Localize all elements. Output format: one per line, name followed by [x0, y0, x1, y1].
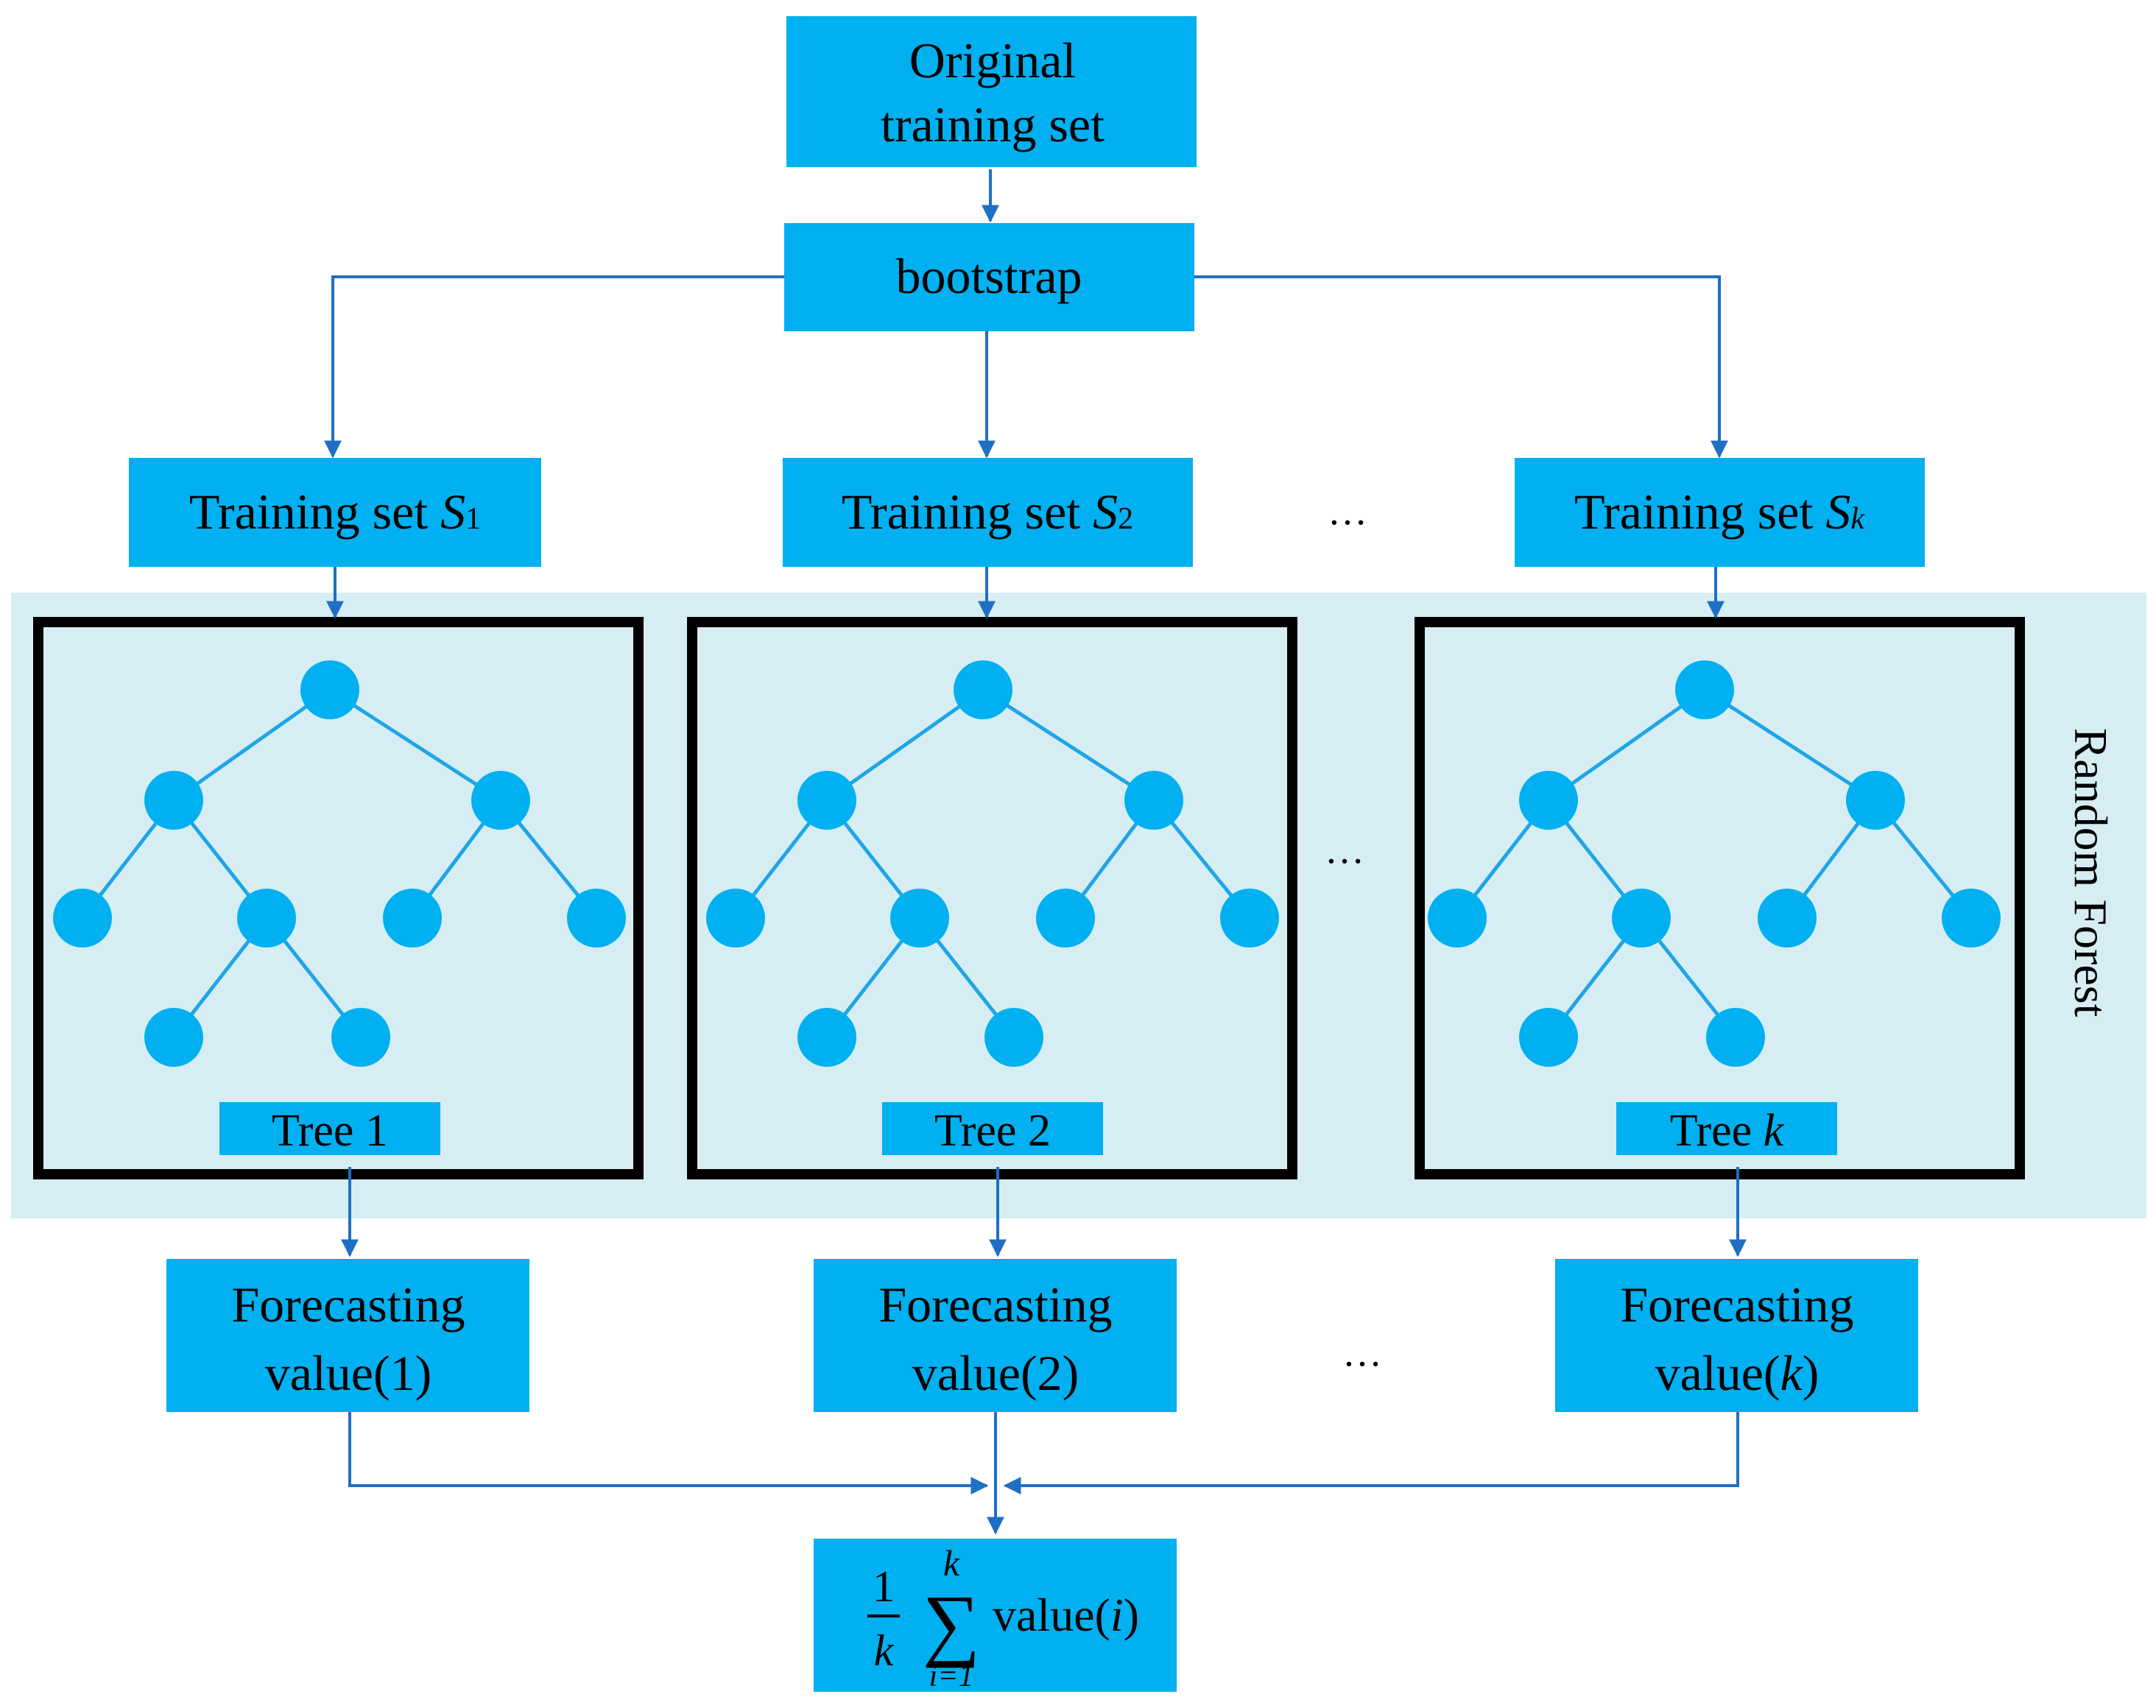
original-training-set-line2: training set	[881, 96, 1105, 152]
tree-2-label-box	[882, 1102, 1103, 1155]
ellipsis-trees: …	[1325, 827, 1364, 872]
tree-node	[890, 889, 949, 947]
original-training-set-line1: Original	[909, 32, 1077, 88]
tree-node	[1220, 889, 1279, 947]
forecast-1-line2: value(1)	[265, 1345, 432, 1401]
forecast-2-line1: Forecasting	[878, 1277, 1112, 1333]
tree-node	[53, 889, 112, 947]
tree-1-graph	[53, 660, 626, 1067]
forecast-k-line2: value(k)	[1655, 1345, 1819, 1401]
tree-node	[1758, 889, 1817, 947]
tree-edge	[1547, 688, 1706, 802]
tree-node	[144, 1008, 203, 1067]
tree-1-label-box	[219, 1102, 440, 1155]
training-set-1-box	[129, 458, 541, 567]
tree-1-label: Tree 1	[272, 1106, 388, 1156]
tree-node	[706, 889, 765, 947]
training-set-2-box	[783, 458, 1193, 567]
tree-node	[1519, 771, 1578, 830]
original-training-set-box	[786, 16, 1197, 167]
tree-node	[300, 660, 359, 719]
aggregate-numerator: 1	[873, 1562, 895, 1611]
tree-node	[237, 889, 296, 947]
arrow-bootstrap-to-setk	[1194, 275, 1728, 459]
ellipsis-forecasts: …	[1342, 1330, 1382, 1374]
tree-k-label: Tree k	[1670, 1106, 1785, 1156]
aggregate-lower-limit: i=1	[929, 1659, 973, 1693]
tree-node	[471, 771, 530, 830]
tree-3-graph	[1428, 660, 2001, 1067]
tree-edge	[172, 688, 331, 802]
training-set-k-label: Training set Sk	[1574, 484, 1865, 540]
tree-node	[1675, 660, 1734, 719]
training-set-k-box	[1515, 458, 1925, 567]
tree-node	[1942, 889, 2001, 947]
training-set-1-label: Training set S1	[189, 484, 481, 540]
tree-node	[1706, 1008, 1765, 1067]
tree-frame-2	[687, 617, 1297, 1179]
connectors	[324, 169, 1747, 1535]
tree-node	[1036, 889, 1095, 947]
aggregate-sum-symbol: ∑	[923, 1578, 980, 1668]
tree-node	[1428, 889, 1487, 947]
arrow-bootstrap-to-set1	[324, 275, 784, 459]
tree-node	[1612, 889, 1671, 947]
tree-node	[797, 1008, 856, 1067]
random-forest-label: Random Forest	[2065, 728, 2117, 1017]
aggregate-denominator: k	[874, 1626, 895, 1675]
training-set-2-label: Training set S2	[842, 484, 1133, 540]
forecast-2-line2: value(2)	[912, 1345, 1079, 1401]
tree-edge	[825, 688, 984, 802]
forecast-1-line1: Forecasting	[231, 1277, 465, 1333]
tree-edge	[982, 688, 1155, 802]
trees-layer	[53, 660, 2001, 1067]
tree-node	[1846, 771, 1905, 830]
tree-node	[1519, 1008, 1578, 1067]
tree-edge	[1703, 688, 1877, 802]
tree-node	[797, 771, 856, 830]
arrow-forecast1-to-merge	[348, 1412, 989, 1494]
bootstrap-label: bootstrap	[895, 248, 1082, 304]
tree-frame-1	[33, 617, 644, 1179]
tree-frame-k	[1415, 617, 2025, 1179]
tree-node	[331, 1008, 390, 1067]
tree-node	[954, 660, 1012, 719]
forecast-2-box	[814, 1259, 1177, 1412]
tree-node	[1124, 771, 1183, 830]
tree-node	[567, 889, 626, 947]
forecast-k-box	[1555, 1259, 1918, 1412]
aggregate-term: value(i)	[993, 1589, 1139, 1641]
tree-k-label-box	[1616, 1102, 1837, 1155]
forecast-1-box	[166, 1259, 529, 1412]
bootstrap-box	[784, 223, 1194, 331]
aggregate-upper-limit: k	[943, 1542, 960, 1584]
tree-edge	[328, 688, 502, 802]
arrow-forecastk-to-merge	[1003, 1412, 1739, 1494]
ellipsis-training-sets: …	[1328, 489, 1367, 533]
tree-node	[984, 1008, 1043, 1067]
tree-node	[383, 889, 442, 947]
forecast-k-line1: Forecasting	[1620, 1277, 1853, 1333]
tree-2-graph	[706, 660, 1279, 1067]
tree-2-label: Tree 2	[934, 1106, 1051, 1156]
tree-node	[144, 771, 203, 830]
